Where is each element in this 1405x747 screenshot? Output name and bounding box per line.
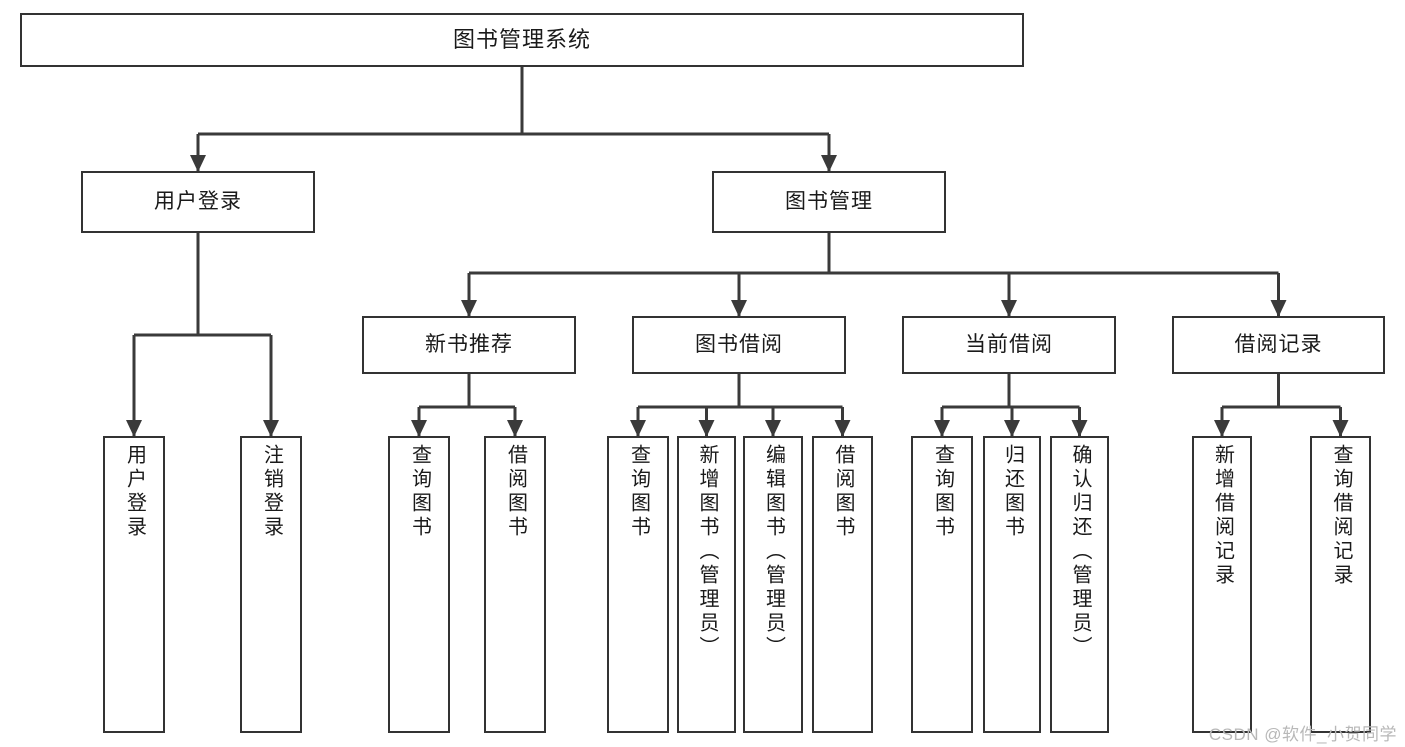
tree-node-records[interactable]: 借阅记录 [1172, 316, 1385, 374]
tree-node-current[interactable]: 当前借阅 [902, 316, 1116, 374]
watermark-text: CSDN @软件_小贺同学 [1208, 725, 1397, 744]
tree-node-newbook[interactable]: 新书推荐 [362, 316, 576, 374]
node-label: 归还图书 [1001, 444, 1024, 540]
node-label: 查询图书 [408, 444, 431, 540]
tree-node-leaf-borrow-3[interactable]: 编辑图书（管理员） [743, 436, 803, 733]
node-label: 确认归还（管理员） [1069, 444, 1091, 660]
tree-node-leaf-cur-3[interactable]: 确认归还（管理员） [1050, 436, 1109, 733]
tree-node-login[interactable]: 用户登录 [81, 171, 315, 233]
tree-node-leaf-rec-1[interactable]: 新增借阅记录 [1192, 436, 1252, 733]
node-label: 借阅图书 [832, 444, 854, 540]
tree-node-leaf-borrow-4[interactable]: 借阅图书 [812, 436, 873, 733]
node-label: 编辑图书（管理员） [762, 444, 785, 660]
tree-node-leaf-borrow-2[interactable]: 新增图书（管理员） [677, 436, 736, 733]
tree-node-leaf-new-1[interactable]: 查询图书 [388, 436, 450, 733]
node-label: 查询图书 [931, 444, 954, 540]
node-label: 图书管理 [785, 189, 873, 213]
node-label: 新增借阅记录 [1211, 444, 1234, 588]
tree-node-leaf-new-2[interactable]: 借阅图书 [484, 436, 546, 733]
node-label: 查询借阅记录 [1330, 444, 1352, 588]
node-label: 查询图书 [627, 444, 650, 540]
tree-node-leaf-login-2[interactable]: 注销登录 [240, 436, 302, 733]
node-label: 图书借阅 [695, 332, 783, 356]
tree-node-bookmgmt[interactable]: 图书管理 [712, 171, 946, 233]
tree-node-leaf-borrow-1[interactable]: 查询图书 [607, 436, 669, 733]
tree-node-leaf-login-1[interactable]: 用户登录 [103, 436, 165, 733]
tree-node-leaf-rec-2[interactable]: 查询借阅记录 [1310, 436, 1371, 733]
node-label: 图书管理系统 [452, 27, 591, 53]
tree-node-borrow[interactable]: 图书借阅 [632, 316, 846, 374]
node-label: 用户登录 [154, 189, 242, 213]
tree-node-leaf-cur-1[interactable]: 查询图书 [911, 436, 973, 733]
node-label: 新增图书（管理员） [696, 444, 718, 660]
root-node[interactable]: 图书管理系统 [20, 13, 1024, 67]
tree-node-leaf-cur-2[interactable]: 归还图书 [983, 436, 1041, 733]
node-label: 新书推荐 [425, 332, 513, 356]
node-label: 用户登录 [123, 444, 146, 540]
node-label: 当前借阅 [965, 332, 1053, 356]
node-label: 注销登录 [260, 444, 283, 540]
node-label: 借阅记录 [1234, 332, 1323, 356]
node-label: 借阅图书 [504, 444, 527, 540]
